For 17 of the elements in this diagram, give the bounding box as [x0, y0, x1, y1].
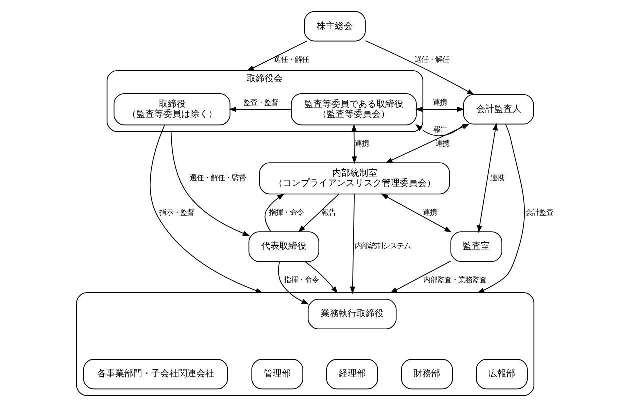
edge-label: 指揮・命令: [268, 208, 304, 217]
edge-label: 連携: [354, 138, 368, 148]
edge-label: 選任・解任: [274, 55, 309, 64]
edge-label: 指示・監督: [159, 208, 194, 217]
edge-label: 内部統制システム: [354, 242, 411, 251]
edge-label: 監査・監督: [242, 98, 278, 107]
edge-label: 報告: [321, 208, 336, 217]
edge-label: 連携: [422, 208, 437, 217]
edge-label: 内部監査・業務監査: [423, 275, 486, 284]
edge-label: 選任・解任・監督: [189, 173, 246, 182]
edge-label: 報告: [432, 124, 447, 134]
edge-label: 連携: [432, 98, 447, 107]
edge-label: 連携: [490, 173, 504, 182]
edge-label: 指揮・命令: [283, 275, 318, 284]
edge-label: 会計監査: [524, 208, 553, 217]
edge-label: 選任・解任: [414, 55, 450, 64]
edge-label: 連携: [434, 138, 449, 148]
